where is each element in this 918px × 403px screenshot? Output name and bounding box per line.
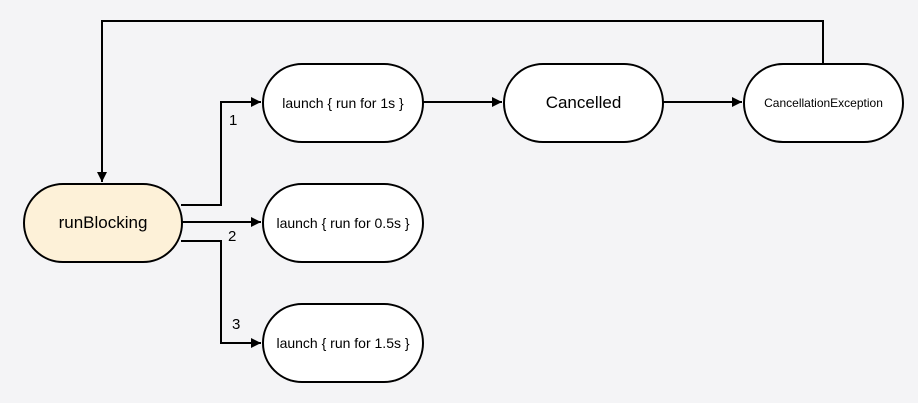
node-runblocking: runBlocking: [23, 183, 183, 263]
node-launch-1s: launch { run for 1s }: [262, 63, 424, 143]
edge-label-1: 1: [229, 112, 238, 129]
node-cancelled-label: Cancelled: [545, 93, 622, 112]
node-launch-1s-label: launch { run for 1s }: [282, 95, 404, 111]
node-cancellation-exception: CancellationException: [743, 63, 904, 143]
node-runblocking-label: runBlocking: [58, 213, 148, 232]
edge-label-3: 3: [232, 316, 241, 333]
edge-back-to-runblocking: [97, 20, 824, 182]
edge-to-launch-15s: [181, 240, 261, 348]
edge-to-launch-1s: [181, 97, 261, 206]
edge-label-2: 2: [228, 228, 237, 245]
node-launch-15s-label: launch { run for 1.5s }: [276, 335, 410, 351]
node-launch-05s-label: launch { run for 0.5s }: [276, 215, 410, 231]
node-cancellation-exception-label: CancellationException: [764, 96, 883, 110]
node-launch-15s: launch { run for 1.5s }: [262, 303, 424, 383]
node-launch-05s: launch { run for 0.5s }: [262, 183, 424, 263]
node-cancelled: Cancelled: [503, 63, 664, 143]
